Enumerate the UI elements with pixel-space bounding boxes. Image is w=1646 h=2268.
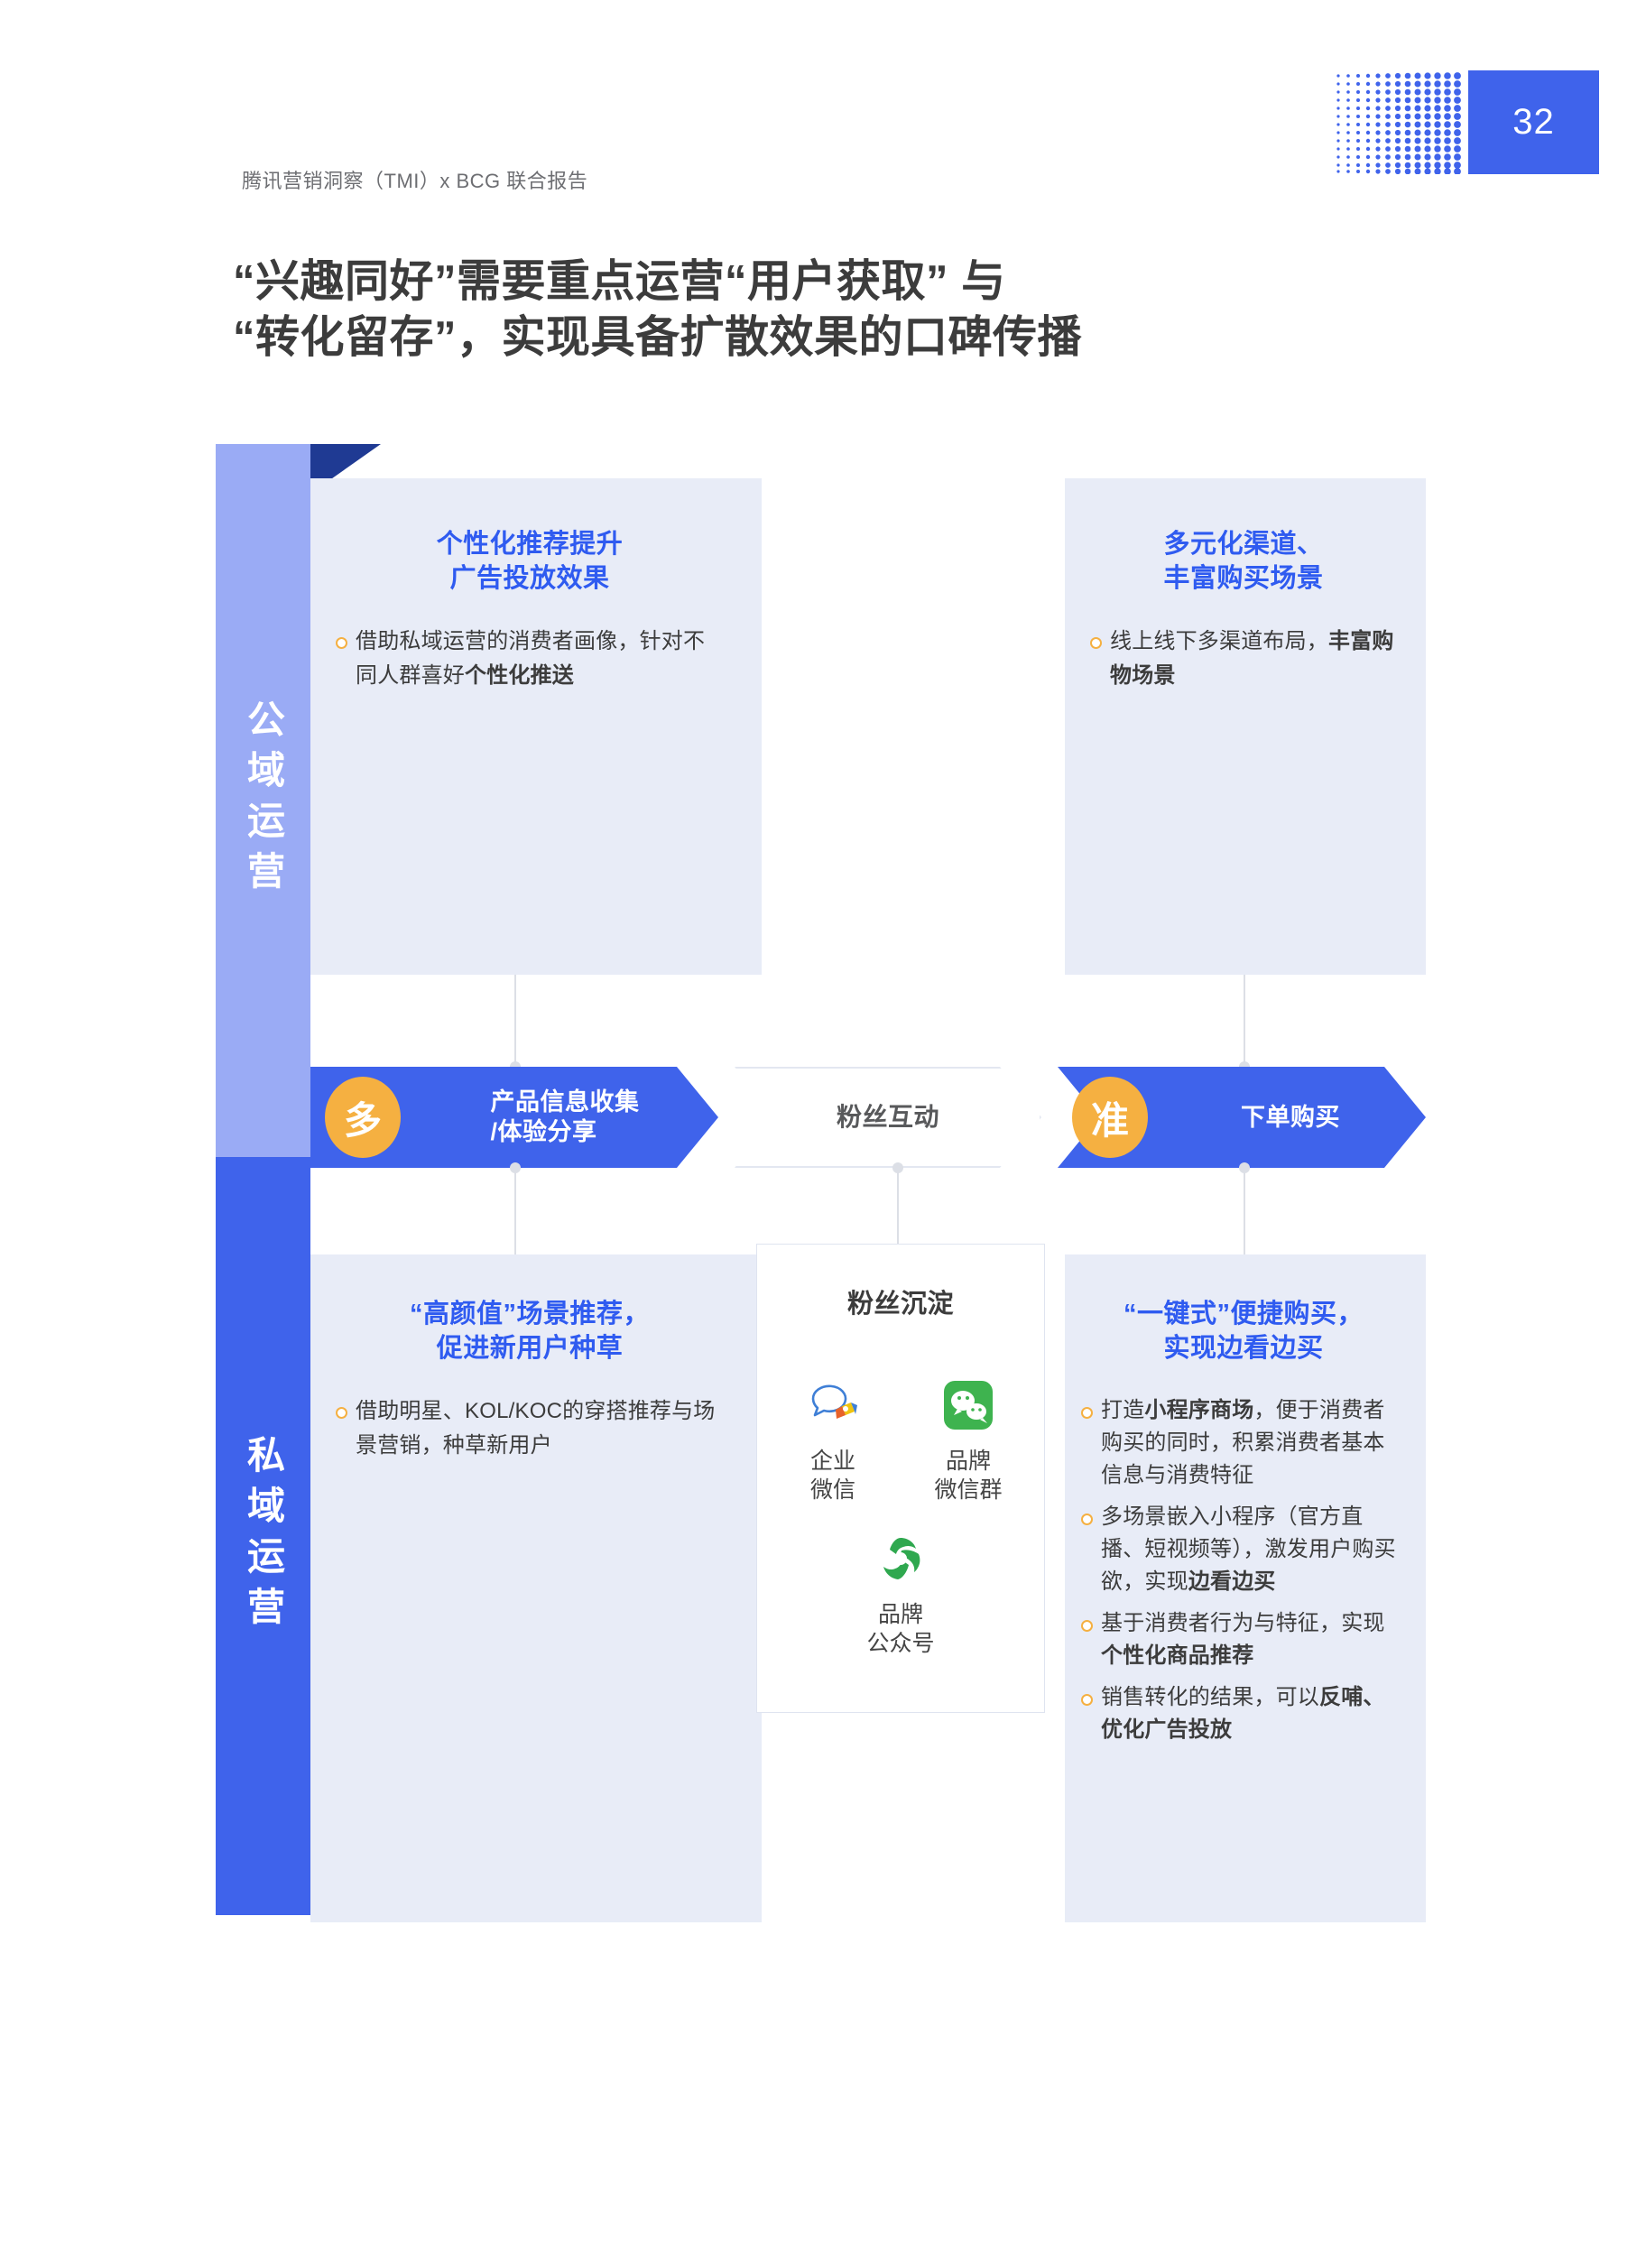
rail-public-domain-label: 公域运营 bbox=[242, 699, 285, 902]
page-title-line-1: “兴趣同好”需要重点运营“用户获取” 与 bbox=[233, 257, 1006, 306]
channel-brand-official-account[interactable]: 品牌 公众号 bbox=[851, 1530, 950, 1658]
card-diverse-channels-title: 多元化渠道、 丰富购买场景 bbox=[1088, 528, 1399, 596]
card-diverse-channels: 多元化渠道、 丰富购买场景 线上线下多渠道布局，丰富购物场景 bbox=[1065, 478, 1426, 975]
page-number: 32 bbox=[1512, 102, 1555, 142]
connector-line bbox=[1239, 1162, 1250, 1254]
card-title-line-2: 广告投放效果 bbox=[449, 563, 610, 593]
channel-brand-official-account-caption: 品牌 公众号 bbox=[866, 1601, 935, 1656]
connector-line bbox=[1239, 975, 1250, 1072]
page-marker: 32 bbox=[1333, 70, 1599, 174]
card-personalized-ads: 个性化推荐提升 广告投放效果 借助私域运营的消费者画像，针对不同人群喜好个性化推… bbox=[310, 478, 762, 975]
list-item: 多场景嵌入小程序（官方直播、短视频等），激发用户购买欲，实现边看边买 bbox=[1081, 1501, 1406, 1598]
flow-step-fan-interaction-label: 粉丝互动 bbox=[836, 1102, 939, 1131]
card-diverse-channels-bullets: 线上线下多渠道布局，丰富购物场景 bbox=[1088, 625, 1399, 691]
card-one-click-purchase-title: “一键式”便捷购买， 实现边看边买 bbox=[1081, 1298, 1406, 1365]
channel-brand-wechat-group-caption: 品牌 微信群 bbox=[934, 1448, 1003, 1503]
rail-private-domain: 私域运营 bbox=[216, 1157, 310, 1915]
flow-step-place-order-label: 下单购买 bbox=[1241, 1103, 1340, 1131]
page-number-box: 32 bbox=[1468, 70, 1599, 174]
channel-enterprise-wechat-caption: 企业 微信 bbox=[809, 1448, 855, 1503]
page-title-line-2: “转化留存”，实现具备扩散效果的口碑传播 bbox=[233, 312, 1083, 362]
connector-line bbox=[510, 1162, 521, 1254]
channel-brand-wechat-group[interactable]: 品牌 微信群 bbox=[919, 1376, 1018, 1504]
flow-step-fan-interaction[interactable]: 粉丝互动 bbox=[735, 1067, 1041, 1168]
flow-step-product-info-label: 产品信息收集 /体验分享 bbox=[490, 1088, 640, 1145]
list-item: 线上线下多渠道布局，丰富购物场景 bbox=[1088, 625, 1399, 691]
card-fan-accumulation: 粉丝沉淀 企业 微信 bbox=[756, 1244, 1045, 1713]
channel-enterprise-wechat[interactable]: 企业 微信 bbox=[783, 1376, 883, 1504]
connector-line bbox=[510, 975, 521, 1072]
card-one-click-purchase-bullets: 打造小程序商场，便于消费者购买的同时，积累消费者基本信息与消费特征 多场景嵌入小… bbox=[1081, 1394, 1406, 1746]
list-item: 基于消费者行为与特征，实现个性化商品推荐 bbox=[1081, 1607, 1406, 1672]
card-personalized-ads-bullets: 借助私域运营的消费者画像，针对不同人群喜好个性化推送 bbox=[334, 625, 726, 691]
card-title-line-1: 个性化推荐提升 bbox=[436, 530, 624, 559]
card-title-line-1: 多元化渠道、 bbox=[1163, 530, 1324, 559]
report-source-label: 腾讯营销洞察（TMI）x BCG 联合报告 bbox=[242, 170, 588, 192]
page-title: “兴趣同好”需要重点运营“用户获取” 与 “转化留存”，实现具备扩散效果的口碑传… bbox=[233, 255, 1451, 366]
card-title-line-1: “高颜值”场景推荐， bbox=[409, 1300, 650, 1328]
flow-badge-duo: 多 bbox=[325, 1077, 401, 1158]
card-title-line-2: 丰富购买场景 bbox=[1163, 563, 1324, 593]
wechat-group-icon bbox=[919, 1376, 1018, 1434]
flow-badge-zhun-label: 准 bbox=[1090, 1098, 1129, 1142]
list-item: 借助明星、KOL/KOC的穿搭推荐与场景营销，种草新用户 bbox=[334, 1394, 726, 1461]
card-title-line-1: “一键式”便捷购买， bbox=[1123, 1300, 1364, 1328]
card-scene-recommendation: “高颜值”场景推荐， 促进新用户种草 借助明星、KOL/KOC的穿搭推荐与场景营… bbox=[310, 1254, 762, 1922]
fan-channel-icon-grid: 企业 微信 bbox=[777, 1376, 1024, 1658]
card-title-line-2: 促进新用户种草 bbox=[436, 1333, 624, 1363]
rail-private-domain-label: 私域运营 bbox=[242, 1435, 285, 1637]
card-fan-accumulation-title: 粉丝沉淀 bbox=[846, 1290, 954, 1319]
rail-public-domain: 公域运营 bbox=[216, 444, 310, 1157]
list-item: 销售转化的结果，可以反哺、优化广告投放 bbox=[1081, 1681, 1406, 1746]
card-scene-recommendation-title: “高颜值”场景推荐， 促进新用户种草 bbox=[334, 1298, 726, 1365]
process-flow: 产品信息收集 /体验分享 多 粉丝互动 下单购买 准 bbox=[310, 1067, 1426, 1168]
list-item: 借助私域运营的消费者画像，针对不同人群喜好个性化推送 bbox=[334, 625, 726, 691]
wechat-official-account-icon bbox=[851, 1530, 950, 1588]
connector-line bbox=[892, 1162, 903, 1244]
flow-badge-zhun: 准 bbox=[1072, 1077, 1148, 1158]
card-scene-recommendation-bullets: 借助明星、KOL/KOC的穿搭推荐与场景营销，种草新用户 bbox=[334, 1394, 726, 1461]
flow-badge-duo-label: 多 bbox=[343, 1098, 382, 1142]
enterprise-wechat-icon bbox=[783, 1376, 883, 1434]
card-one-click-purchase: “一键式”便捷购买， 实现边看边买 打造小程序商场，便于消费者购买的同时，积累消… bbox=[1065, 1254, 1426, 1922]
card-title-line-2: 实现边看边买 bbox=[1163, 1333, 1324, 1363]
card-personalized-ads-title: 个性化推荐提升 广告投放效果 bbox=[334, 528, 726, 596]
list-item: 打造小程序商场，便于消费者购买的同时，积累消费者基本信息与消费特征 bbox=[1081, 1394, 1406, 1492]
dot-grid-decoration bbox=[1336, 72, 1461, 174]
